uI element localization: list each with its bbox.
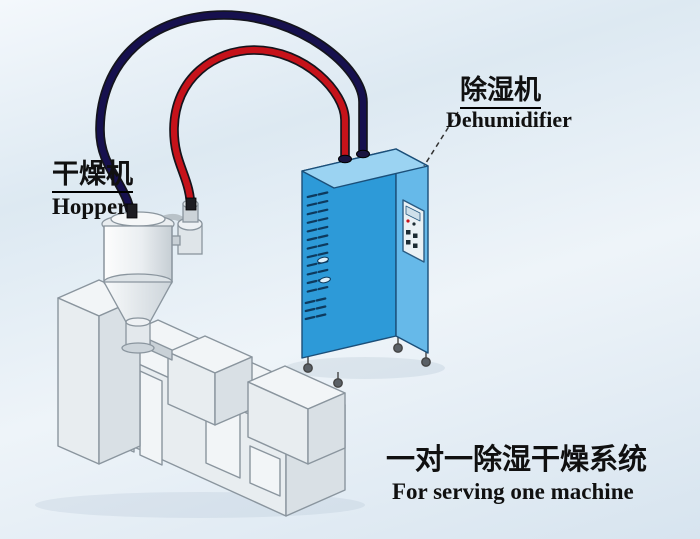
cabinet-front-face [57, 297, 100, 465]
caster-wheels [303, 336, 431, 388]
blower-unit [169, 197, 203, 255]
hose-fitting [126, 203, 138, 219]
barrel-end [307, 392, 346, 465]
hopper-label-zh-text: 干燥机 [52, 160, 133, 193]
dehumidifier-label-zh: 除湿机 [460, 76, 541, 109]
hopper-label-en: Hopper [52, 194, 128, 219]
label-leader-line [423, 111, 459, 167]
red-return-tube [170, 46, 349, 213]
hopper-label-zh: 干燥机 [52, 160, 133, 193]
oval-vent [317, 256, 329, 264]
dehumidifier-label-zh-text: 除湿机 [460, 76, 541, 109]
machine-door [139, 370, 163, 466]
tube-port [338, 154, 352, 164]
caption-zh: 一对一除湿干燥系统 [386, 442, 648, 476]
cabinet-shadow [285, 357, 445, 379]
navy-supply-tube [96, 11, 367, 227]
hopper-flange [121, 342, 155, 354]
oval-vent [319, 276, 331, 284]
hoses [95, 10, 370, 227]
tube-port [356, 149, 370, 159]
dehumidifier-label-en: Dehumidifier [446, 107, 572, 132]
hose-fitting [185, 197, 197, 211]
caption-en: For serving one machine [392, 479, 634, 504]
machine-door [249, 445, 281, 497]
control-panel [402, 199, 425, 263]
vent-slots [304, 191, 329, 321]
dehumidifier-cabinet [301, 148, 431, 388]
hopper-dryer [101, 197, 203, 354]
